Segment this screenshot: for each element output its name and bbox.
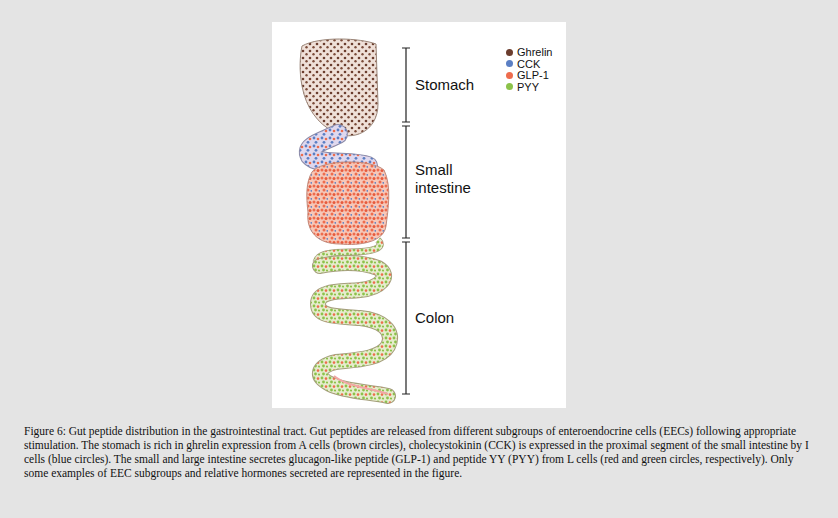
legend-text: Ghrelin <box>517 46 552 58</box>
legend-swatch <box>506 83 513 90</box>
legend-swatch <box>506 49 513 56</box>
legend-entry: PYY <box>506 81 539 93</box>
legend-swatch <box>506 60 513 67</box>
legend-swatch <box>506 72 513 79</box>
region-label: Small intestine <box>415 161 485 197</box>
legend-text: GLP-1 <box>517 69 549 81</box>
legend-text: PYY <box>517 81 539 93</box>
legend-entry: Ghrelin <box>506 46 552 58</box>
legend-text: CCK <box>517 58 540 70</box>
legend-entry: CCK <box>506 58 540 70</box>
legend-entry: GLP-1 <box>506 69 549 81</box>
figure-caption: Figure 6: Gut peptide distribution in th… <box>24 424 816 480</box>
region-bracket <box>402 48 410 394</box>
region-label: Colon <box>415 309 535 327</box>
